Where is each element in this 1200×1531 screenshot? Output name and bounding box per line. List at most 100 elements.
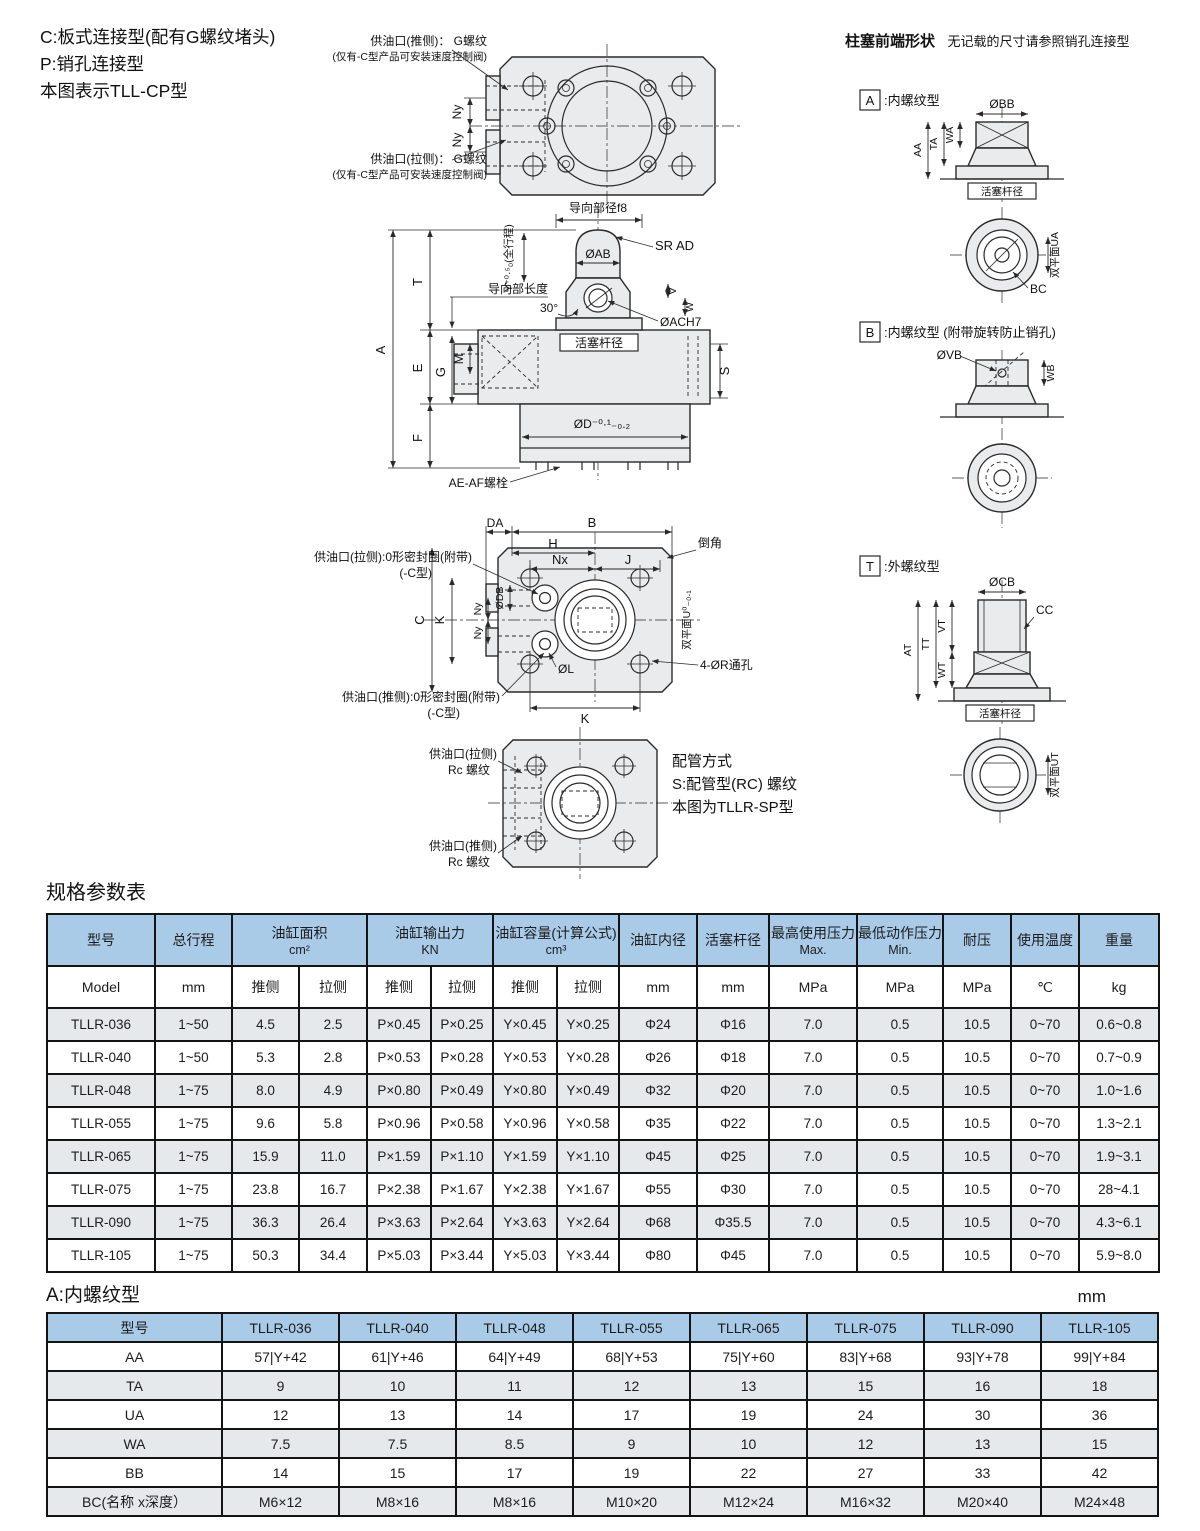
spec-cell: 2.8 — [298, 1040, 368, 1075]
port-push-note: (仅有-C型产品可安装速度控制阀) — [332, 50, 487, 63]
plate-view: B DA H Nx J 倒角 C K ØDB Ny Ny ØL 双平面U⁰₋₀.… — [314, 515, 753, 726]
spec-cell: Φ22 — [696, 1106, 771, 1141]
spec-subheader-cell: 拉侧 — [298, 965, 368, 1009]
a-header-cell: TLLR-090 — [923, 1312, 1042, 1343]
a-cell: 16 — [923, 1370, 1042, 1401]
a-cell: 61|Y+46 — [338, 1341, 457, 1372]
spec-subheader-cell: 推侧 — [492, 965, 558, 1009]
spec-subheader-cell: 拉侧 — [430, 965, 494, 1009]
spec-cell: 0~70 — [1010, 1040, 1081, 1075]
a-cell: 10 — [689, 1428, 808, 1459]
spec-subheader-cell: Model — [46, 965, 156, 1009]
dim-d: ØD⁻⁰·¹₋₀.₂ — [574, 417, 631, 431]
dim-db: ØDB — [494, 587, 506, 610]
dim-e: E — [410, 363, 425, 372]
a-cell: 93|Y+78 — [923, 1341, 1042, 1372]
spec-cell: P×0.45 — [366, 1007, 432, 1042]
spec-cell: Φ18 — [696, 1040, 771, 1075]
spec-cell: 0.5 — [856, 1106, 945, 1141]
dim-wt: WT — [936, 661, 948, 678]
a-header-cell: TLLR-105 — [1040, 1312, 1159, 1343]
spec-cell: TLLR-055 — [46, 1106, 156, 1141]
spec-cell: Y×0.96 — [492, 1106, 558, 1141]
spec-cell: 7.0 — [768, 1040, 859, 1075]
dim-cc: CC — [1036, 603, 1054, 617]
spec-cell: 11.0 — [298, 1139, 368, 1174]
spec-cell: Y×0.53 — [492, 1040, 558, 1075]
spec-cell: P×1.10 — [430, 1139, 494, 1174]
a-cell: 75|Y+60 — [689, 1341, 808, 1372]
spec-header-cell: 使用温度 — [1010, 913, 1081, 967]
dim-wa: WA — [944, 127, 956, 144]
spec-cell: TLLR-036 — [46, 1007, 156, 1042]
a-cell: 19 — [572, 1457, 691, 1488]
spec-subheader-cell: MPa — [942, 965, 1013, 1009]
a-cell: 14 — [455, 1399, 574, 1430]
a-cell: 15 — [1040, 1428, 1159, 1459]
a-cell: 13 — [338, 1399, 457, 1430]
spec-cell: 10.5 — [942, 1007, 1013, 1042]
spec-cell: Φ32 — [618, 1073, 699, 1108]
dim-j: J — [625, 552, 632, 567]
guide-length-label: 导向部长度 — [488, 281, 548, 296]
dim-at: AT — [902, 643, 914, 656]
dim-bc: BC — [1030, 282, 1047, 296]
a-cell: BB — [46, 1457, 223, 1488]
spec-cell: 50.3 — [231, 1238, 300, 1273]
section-note: 无记载的尺寸请参照销孔连接型 — [947, 34, 1130, 49]
a-cell: 18 — [1040, 1370, 1159, 1401]
dim-sr-ad: SR AD — [655, 238, 694, 253]
spec-cell: P×0.28 — [430, 1040, 494, 1075]
a-cell: 68|Y+53 — [572, 1341, 691, 1372]
type-b-badge: B — [866, 325, 875, 340]
spec-cell: P×5.03 — [366, 1238, 432, 1273]
pipe-view: 供油口(拉侧) Rc 螺纹 供油口(推侧) Rc 螺纹 配管方式 S:配管型(R… — [429, 727, 797, 879]
spec-header-cell: 总行程 — [154, 913, 233, 967]
a-type-section: A:内螺纹型 mm 型号 TLLR-036 TLLR-040 TLLR-048 … — [46, 1280, 1159, 1517]
pipe-port-pull-thread: Rc 螺纹 — [448, 763, 490, 777]
a-cell: WA — [46, 1428, 223, 1459]
dim-ny: Ny — [450, 133, 464, 148]
spec-cell: P×1.59 — [366, 1139, 432, 1174]
a-cell: TA — [46, 1370, 223, 1401]
a-header-cell: TLLR-065 — [689, 1312, 808, 1343]
spec-cell: 0.5 — [856, 1238, 945, 1273]
flat-label: 双平面U⁰₋₀.₁ — [681, 590, 693, 650]
spec-cell: 36.3 — [231, 1205, 300, 1240]
spec-cell: 0~70 — [1010, 1073, 1081, 1108]
guide-dia-label: 导向部径f8 — [569, 200, 627, 215]
spec-cell: Φ26 — [618, 1040, 699, 1075]
spec-cell: 0~70 — [1010, 1172, 1081, 1207]
a-cell: 14 — [221, 1457, 340, 1488]
a-cell: 57|Y+42 — [221, 1341, 340, 1372]
a-cell: 11 — [455, 1370, 574, 1401]
spec-cell: 28~4.1 — [1078, 1172, 1161, 1207]
spec-cell: 1.3~2.1 — [1078, 1106, 1161, 1141]
spec-cell: TLLR-075 — [46, 1172, 156, 1207]
spec-cell: 16.7 — [298, 1172, 368, 1207]
dim-wb: WB — [1045, 365, 1057, 382]
dim-ny: Ny — [472, 626, 484, 640]
spec-subheader-cell: MPa — [856, 965, 945, 1009]
spec-subheader-cell: mm — [154, 965, 233, 1009]
spec-cell: 4.5 — [231, 1007, 300, 1042]
spec-cell: 5.9~8.0 — [1078, 1238, 1161, 1273]
spec-cell: Φ16 — [696, 1007, 771, 1042]
spec-cell: P×2.64 — [430, 1205, 494, 1240]
pipe-port-push-thread: Rc 螺纹 — [448, 855, 490, 869]
spec-cell: 0~70 — [1010, 1007, 1081, 1042]
dim-tt: TT — [920, 637, 932, 650]
spec-cell: 0.5 — [856, 1007, 945, 1042]
a-cell: 42 — [1040, 1457, 1159, 1488]
spec-cell: Φ35 — [618, 1106, 699, 1141]
dim-k: K — [432, 615, 447, 624]
dim-v: V — [667, 287, 679, 294]
spec-cell: 0.5 — [856, 1073, 945, 1108]
spec-cell: 0~70 — [1010, 1205, 1081, 1240]
plate-port-push-label: 供油口(推侧):0形密封圈(附带) — [342, 689, 500, 704]
spec-cell: P×0.80 — [366, 1073, 432, 1108]
